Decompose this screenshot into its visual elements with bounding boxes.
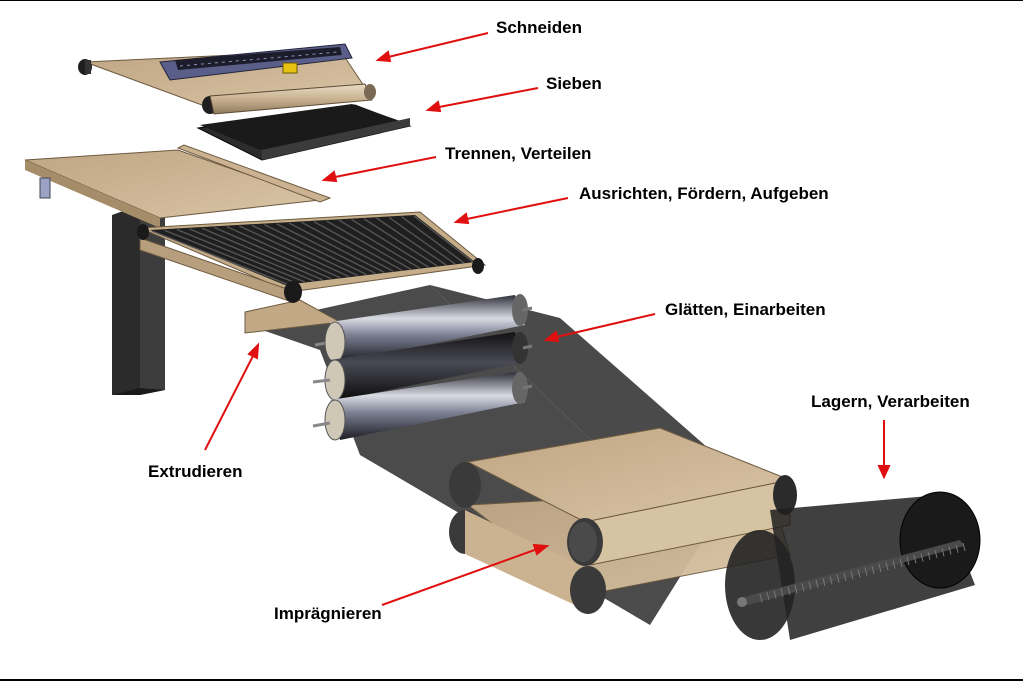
conveyor-rod xyxy=(214,226,332,280)
conveyor-rod xyxy=(176,228,305,283)
roller-3 xyxy=(312,372,533,441)
thread-mark xyxy=(801,583,805,592)
thread-mark xyxy=(836,574,840,583)
conveyor-rod xyxy=(301,221,394,273)
thread-mark xyxy=(920,553,924,562)
conveyor-rod xyxy=(413,215,474,263)
conveyor-rod xyxy=(251,224,359,277)
thread-mark xyxy=(913,555,917,564)
thread-mark xyxy=(850,570,854,580)
conveyor-rod xyxy=(151,230,288,285)
conveyor-rod xyxy=(239,225,350,278)
storage-reel xyxy=(725,491,981,640)
reel-axle-thread xyxy=(759,542,966,603)
arrow-schneiden xyxy=(375,32,489,63)
arrow-glaetten xyxy=(543,313,656,343)
thread-mark xyxy=(878,563,882,573)
thread-mark xyxy=(822,578,826,587)
conveyor-rod xyxy=(326,220,412,270)
feed-conveyor xyxy=(137,211,487,303)
thread-mark xyxy=(815,579,819,589)
thread-mark xyxy=(759,593,763,603)
arrow-ausrichten xyxy=(453,197,569,225)
thread-mark xyxy=(871,565,875,574)
conveyor-rod xyxy=(276,223,376,275)
conveyor-rod xyxy=(288,222,385,274)
conveyor-rod xyxy=(401,216,465,264)
thread-mark xyxy=(941,548,945,557)
conveyor-rod xyxy=(263,223,368,276)
thread-mark xyxy=(864,567,868,576)
sieve-tray xyxy=(196,104,412,161)
thread-mark xyxy=(906,556,910,566)
label-schneiden: Schneiden xyxy=(496,18,582,37)
label-sieben: Sieben xyxy=(546,74,602,93)
conveyor-rods xyxy=(151,215,474,285)
thread-mark xyxy=(892,560,896,569)
arrows xyxy=(204,32,891,606)
arrow-trennen xyxy=(321,156,437,183)
arrow-extrudieren xyxy=(204,342,260,451)
thread-mark xyxy=(962,542,966,552)
thread-mark xyxy=(829,576,833,585)
smoothing-rollers xyxy=(312,294,533,441)
thread-mark xyxy=(955,544,959,553)
cutter-handle xyxy=(282,62,298,74)
label-trennen-verteilen: Trennen, Verteilen xyxy=(445,144,592,163)
conveyor-rod xyxy=(201,227,323,281)
thread-mark xyxy=(773,590,777,599)
conveyor-rod xyxy=(189,228,314,282)
conveyor-rod xyxy=(363,218,438,267)
distribution-hopper xyxy=(24,144,332,228)
impregnation-press xyxy=(449,427,797,614)
thread-mark xyxy=(766,592,770,601)
thread-mark xyxy=(843,572,847,582)
thread-mark xyxy=(948,546,952,555)
thread-mark xyxy=(934,549,938,559)
label-impraegnieren: Imprägnieren xyxy=(274,604,382,623)
arrow-lagern xyxy=(877,420,891,480)
thread-mark xyxy=(794,585,798,594)
conveyor-rod xyxy=(164,229,297,284)
label-extrudieren: Extrudieren xyxy=(148,462,243,481)
roller-2 xyxy=(312,332,533,401)
conveyor-rod xyxy=(388,216,456,265)
thread-mark xyxy=(780,588,784,597)
label-ausrichten-foerdern-aufgeben: Ausrichten, Fördern, Aufgeben xyxy=(579,184,829,203)
thread-mark xyxy=(927,551,931,560)
conveyor-rod xyxy=(338,219,421,269)
conveyor-rod xyxy=(376,217,447,266)
thread-mark xyxy=(899,558,903,567)
arrow-impraegnieren xyxy=(381,543,550,606)
thread-mark xyxy=(787,586,791,596)
thread-mark xyxy=(885,562,889,571)
thread-mark xyxy=(857,569,861,578)
arrow-sieben xyxy=(425,87,539,113)
label-lagern-verarbeiten: Lagern, Verarbeiten xyxy=(811,392,970,411)
conveyor-rod xyxy=(351,218,430,268)
thread-mark xyxy=(808,581,812,590)
conveyor-rod xyxy=(313,221,403,271)
conveyor-rod xyxy=(226,226,341,279)
cutting-unit xyxy=(78,43,376,115)
label-glaetten-einarbeiten: Glätten, Einarbeiten xyxy=(665,300,826,319)
